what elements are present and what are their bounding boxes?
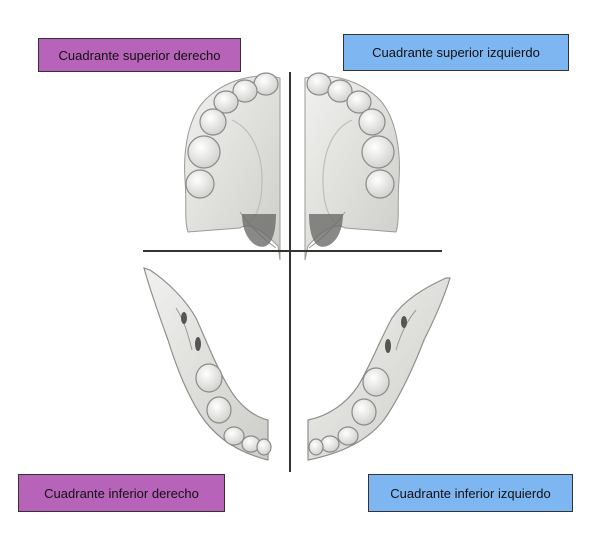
- lower-left-quadrant-label: Cuadrante inferior izquierdo: [368, 474, 573, 512]
- maxilla-left-illustration: [304, 72, 400, 261]
- mandible-right-illustration: [143, 267, 272, 461]
- lower-right-quadrant-label: Cuadrante inferior derecho: [18, 474, 225, 512]
- maxilla-right-illustration: [184, 72, 281, 261]
- upper-left-quadrant-label: Cuadrante superior izquierdo: [343, 34, 569, 71]
- mandible-left-illustration: [307, 277, 451, 461]
- upper-right-quadrant-label: Cuadrante superior derecho: [38, 38, 241, 72]
